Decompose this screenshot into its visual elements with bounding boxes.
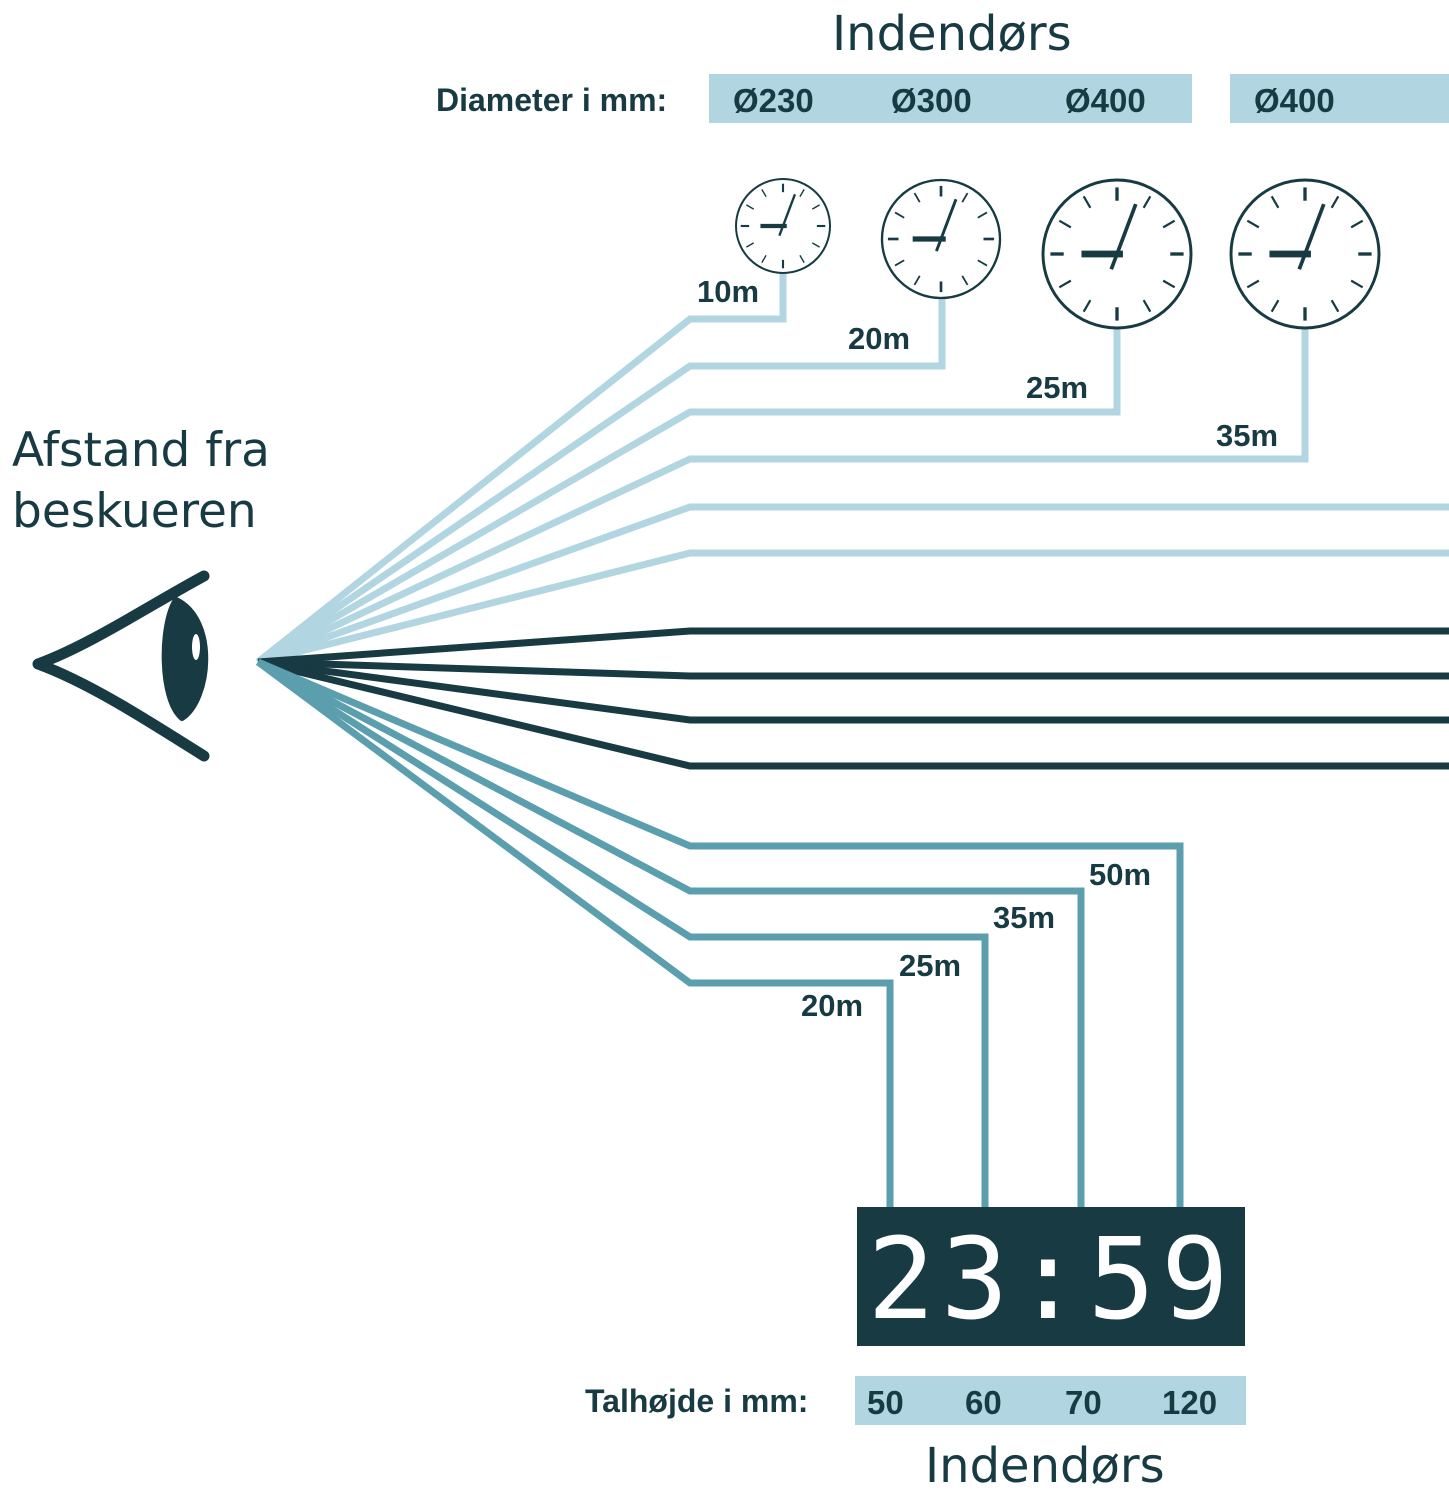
diameter-label: Diameter i mm: bbox=[436, 82, 668, 118]
clock-tick bbox=[1350, 279, 1364, 289]
digit-height-band: 50 60 70 120 bbox=[855, 1376, 1246, 1425]
clock-distance-label: 35m bbox=[1216, 418, 1279, 453]
viewer-label-line2: beskueren bbox=[12, 484, 257, 539]
clock-tick bbox=[977, 211, 988, 219]
sightline-display-20m bbox=[255, 659, 894, 1208]
clock-minute-hand bbox=[1297, 203, 1326, 270]
display-distance-label: 50m bbox=[1089, 857, 1152, 892]
clock-distance-label: 20m bbox=[848, 321, 911, 356]
digit-height-value: 120 bbox=[1162, 1384, 1218, 1421]
clock-distance-label: 10m bbox=[697, 274, 760, 309]
sightline-display-25m bbox=[256, 659, 989, 1208]
sightline-clock-4 bbox=[256, 328, 1309, 666]
digit-height-value: 60 bbox=[965, 1384, 1002, 1421]
sightline-dark-2 bbox=[257, 658, 1449, 680]
clock-tick bbox=[799, 254, 805, 263]
clock-tick bbox=[1142, 195, 1152, 209]
viewer-distance-label: Afstand fra beskueren bbox=[12, 420, 270, 542]
clock-tick bbox=[1246, 219, 1260, 229]
top-title: Indendørs bbox=[832, 6, 1072, 62]
clock-tick bbox=[761, 254, 767, 263]
digit-height-label: Talhøjde i mm: bbox=[585, 1383, 809, 1419]
sightline-display-35m bbox=[256, 658, 1085, 1208]
display-time: 23:59 bbox=[867, 1215, 1235, 1345]
clock-tick bbox=[811, 242, 820, 248]
clock-minute-hand bbox=[1109, 203, 1138, 270]
digital-clock-display: 23:59 bbox=[857, 1207, 1245, 1346]
sightline-dark-4 bbox=[257, 658, 1449, 770]
sightline-light-5 bbox=[256, 503, 1449, 666]
clock-tick bbox=[961, 275, 969, 286]
sightline-clock-3 bbox=[256, 328, 1121, 666]
eye-icon bbox=[32, 570, 210, 762]
clock-tick bbox=[1270, 299, 1280, 313]
analog-clock-400-extra-icon bbox=[1229, 178, 1381, 330]
display-distance-label: 25m bbox=[899, 948, 962, 983]
diameter-band-extra: Ø400 bbox=[1230, 74, 1449, 123]
analog-clock-230-icon bbox=[735, 178, 831, 274]
clock-tick bbox=[1330, 195, 1340, 209]
clock-tick bbox=[977, 259, 988, 267]
clock-tick bbox=[746, 204, 755, 210]
clock-tick bbox=[913, 275, 921, 286]
clock-tick bbox=[1082, 195, 1092, 209]
clock-tick bbox=[1350, 219, 1364, 229]
diameter-value-400: Ø400 bbox=[1065, 82, 1146, 119]
clock-minute-hand bbox=[935, 198, 958, 252]
sightline-display-50m bbox=[256, 658, 1184, 1208]
clock-tick bbox=[1142, 299, 1152, 313]
clock-tick bbox=[961, 192, 969, 203]
analog-clock-300-icon bbox=[880, 178, 1002, 300]
clock-tick bbox=[1058, 279, 1072, 289]
digit-height-value: 50 bbox=[867, 1384, 904, 1421]
diameter-value-300: Ø300 bbox=[891, 82, 972, 119]
digit-height-value: 70 bbox=[1065, 1384, 1102, 1421]
clock-tick bbox=[913, 192, 921, 203]
clock-minute-hand bbox=[778, 193, 797, 237]
clock-tick bbox=[761, 189, 767, 198]
diameter-value-230: Ø230 bbox=[733, 82, 814, 119]
clock-tick bbox=[1246, 279, 1260, 289]
clock-tick bbox=[811, 204, 820, 210]
sightline-clock-2 bbox=[256, 298, 946, 665]
diameter-band: Ø230 Ø300 Ø400 bbox=[709, 74, 1192, 123]
analog-clock-400-icon bbox=[1041, 178, 1193, 330]
clock-tick bbox=[1270, 195, 1280, 209]
display-distance-label: 35m bbox=[993, 900, 1056, 935]
clock-tick bbox=[799, 189, 805, 198]
clock-tick bbox=[894, 259, 905, 267]
clock-tick bbox=[1058, 219, 1072, 229]
sightline-dark-1 bbox=[257, 627, 1449, 666]
sightlines bbox=[255, 270, 1449, 1208]
clock-tick bbox=[894, 211, 905, 219]
sightline-light-6 bbox=[257, 549, 1449, 666]
clock-tick bbox=[1162, 219, 1176, 229]
sightline-dark-3 bbox=[257, 658, 1449, 724]
sightline-clock-1 bbox=[255, 270, 787, 665]
clock-distance-label: 25m bbox=[1026, 370, 1089, 405]
diameter-value-400-extra: Ø400 bbox=[1254, 82, 1335, 119]
clock-tick bbox=[1330, 299, 1340, 313]
display-distance-label: 20m bbox=[801, 988, 864, 1023]
viewer-label-line1: Afstand fra bbox=[12, 423, 270, 478]
clock-tick bbox=[746, 242, 755, 248]
clock-tick bbox=[1082, 299, 1092, 313]
clock-tick bbox=[1162, 279, 1176, 289]
bottom-title: Indendørs bbox=[925, 1438, 1165, 1494]
